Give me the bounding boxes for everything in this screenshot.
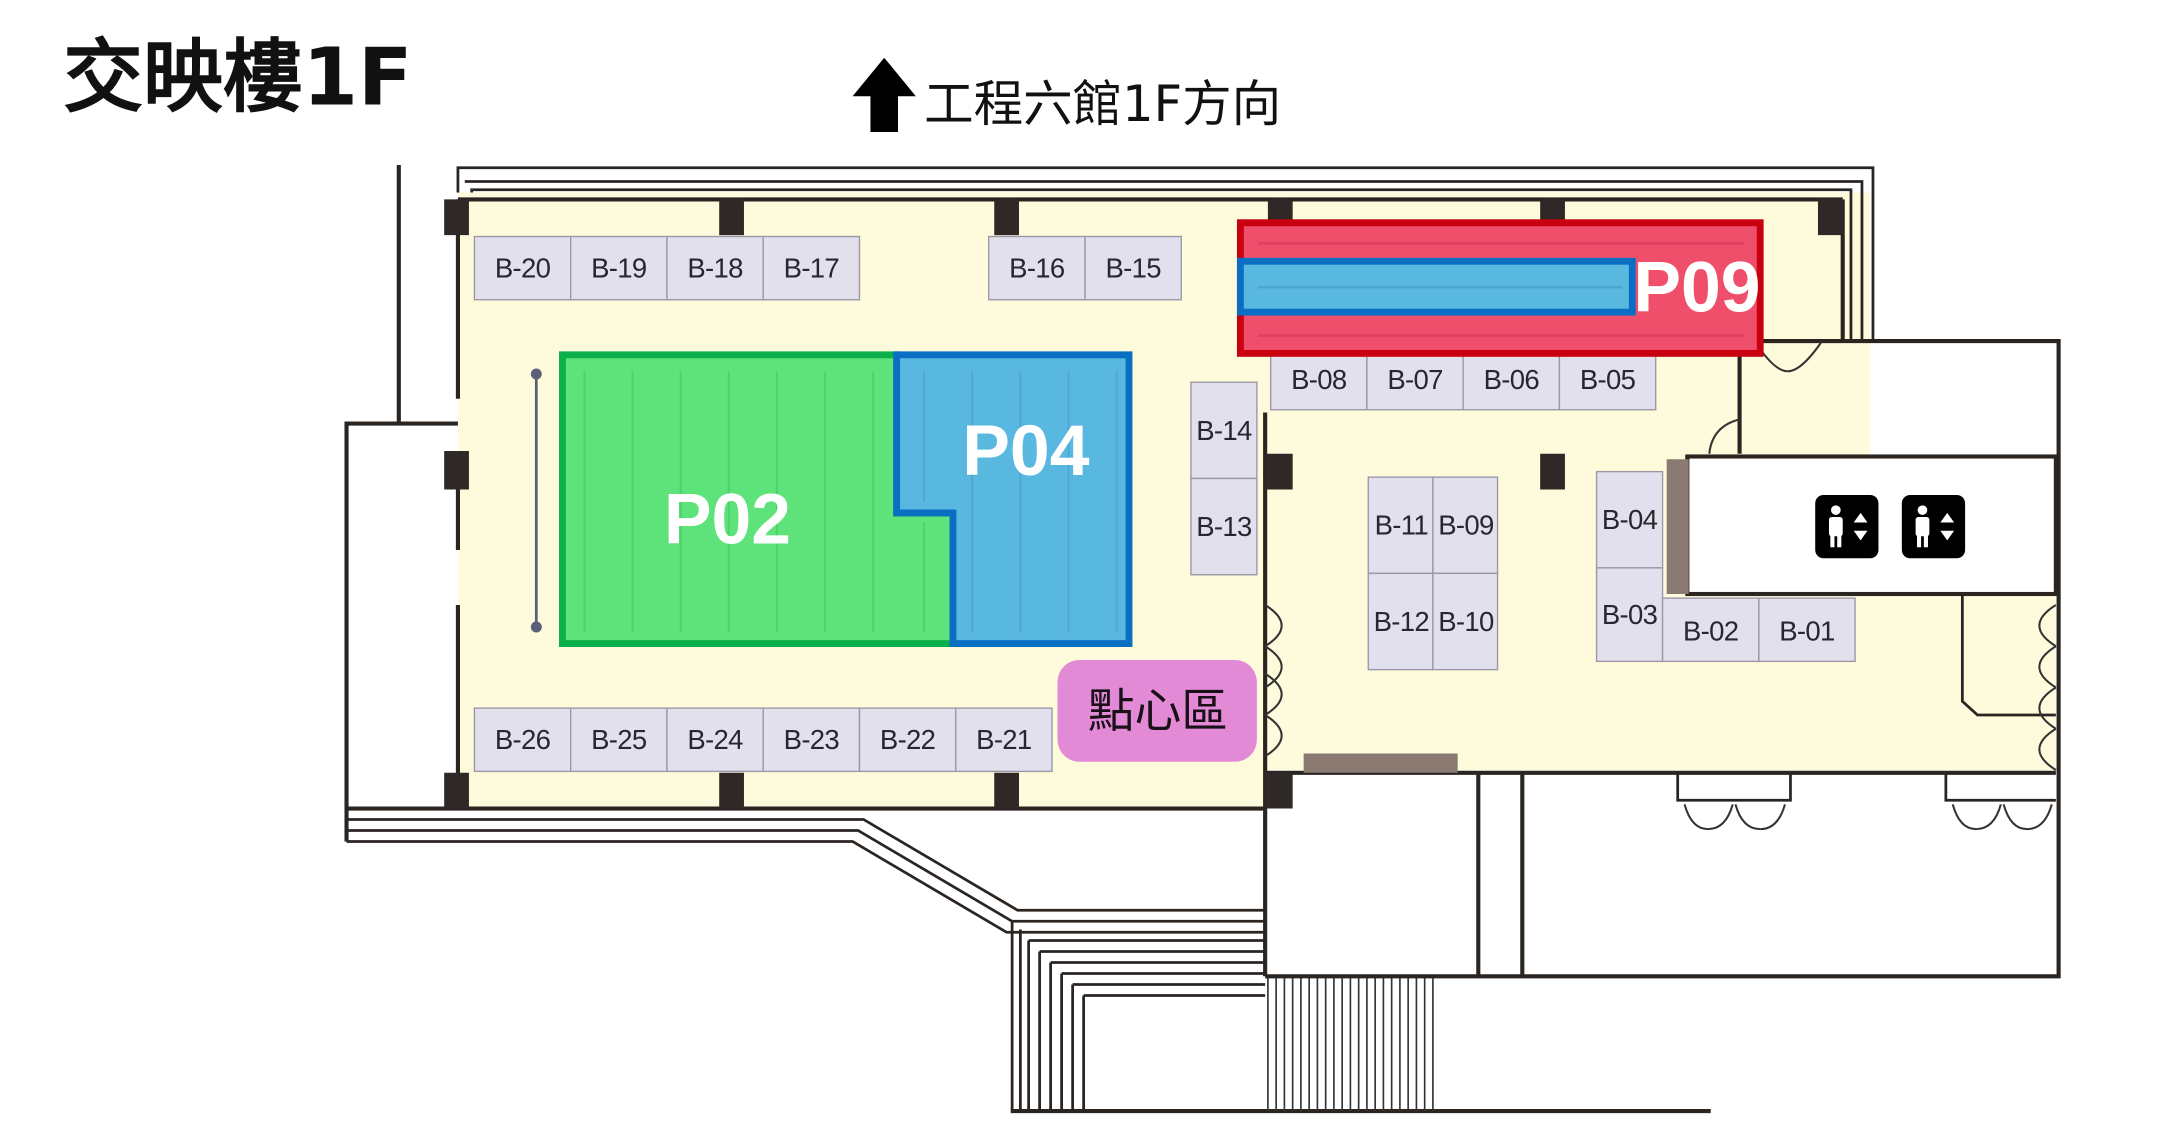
- svg-text:B-13: B-13: [1196, 511, 1252, 542]
- booth[interactable]: B-01: [1758, 597, 1856, 663]
- svg-text:B-15: B-15: [1105, 253, 1161, 284]
- svg-text:B-07: B-07: [1387, 364, 1442, 395]
- booth[interactable]: B-23: [762, 707, 861, 773]
- booth-group-top-left: B-20 B-19 B-18 B-17: [473, 235, 861, 301]
- booth[interactable]: B-22: [858, 707, 957, 773]
- svg-text:B-03: B-03: [1602, 599, 1658, 630]
- booth[interactable]: B-09: [1432, 476, 1499, 575]
- svg-text:P04: P04: [962, 411, 1089, 491]
- booth[interactable]: B-18: [666, 235, 764, 301]
- rail: [530, 368, 542, 633]
- booth-group-right: B-04 B-03 B-02 B-01: [1595, 470, 1856, 663]
- svg-text:B-10: B-10: [1438, 606, 1494, 637]
- svg-text:B-11: B-11: [1375, 510, 1428, 541]
- top-wall: [456, 166, 1875, 341]
- booth[interactable]: B-14: [1190, 381, 1258, 480]
- booth[interactable]: B-16: [988, 235, 1086, 301]
- booth[interactable]: B-25: [570, 707, 668, 773]
- elevator-icon: [1815, 495, 1879, 559]
- booth[interactable]: B-26: [473, 707, 572, 773]
- svg-text:P02: P02: [664, 480, 791, 560]
- booth[interactable]: B-13: [1190, 477, 1258, 576]
- svg-text:B-23: B-23: [784, 724, 840, 755]
- direction-label: 工程六館1F方向: [924, 75, 1281, 133]
- booth[interactable]: B-20: [473, 235, 572, 301]
- svg-text:B-04: B-04: [1602, 504, 1658, 535]
- svg-text:B-02: B-02: [1683, 616, 1738, 647]
- counter: [1303, 753, 1458, 773]
- svg-text:B-01: B-01: [1779, 616, 1834, 647]
- svg-text:B-05: B-05: [1580, 364, 1636, 395]
- booth[interactable]: B-12: [1367, 572, 1434, 671]
- booth[interactable]: B-24: [666, 707, 764, 773]
- booth[interactable]: B-07: [1366, 345, 1464, 411]
- svg-text:B-26: B-26: [495, 724, 551, 755]
- svg-text:B-09: B-09: [1438, 510, 1493, 541]
- svg-text:P09: P09: [1633, 247, 1760, 327]
- booth[interactable]: B-03: [1595, 567, 1664, 663]
- svg-text:B-08: B-08: [1291, 364, 1347, 395]
- counter: [1666, 459, 1689, 594]
- svg-text:B-20: B-20: [495, 253, 551, 284]
- svg-text:B-06: B-06: [1484, 364, 1540, 395]
- svg-text:B-12: B-12: [1374, 606, 1429, 637]
- booth[interactable]: B-10: [1432, 572, 1499, 671]
- bottom-wall: [346, 806, 1711, 1114]
- svg-text:B-25: B-25: [591, 724, 647, 755]
- svg-text:B-18: B-18: [687, 253, 743, 284]
- booth[interactable]: B-02: [1661, 597, 1760, 663]
- zone-p09[interactable]: P09: [1236, 219, 1764, 357]
- booth-group-center: B-11 B-09 B-12 B-10: [1367, 476, 1499, 671]
- booth[interactable]: B-15: [1084, 235, 1182, 301]
- svg-text:B-17: B-17: [784, 253, 839, 284]
- floor-title: 交映樓1F: [63, 31, 412, 124]
- zone-p04[interactable]: P04: [893, 351, 1133, 647]
- booth[interactable]: B-21: [955, 707, 1053, 773]
- svg-text:B-22: B-22: [880, 724, 935, 755]
- booth[interactable]: B-17: [762, 235, 861, 301]
- booth[interactable]: B-08: [1269, 345, 1368, 411]
- booth[interactable]: B-11: [1367, 476, 1434, 575]
- booth-group-middle-column: B-14 B-13: [1190, 381, 1258, 576]
- left-wall: [344, 165, 460, 842]
- doors: [1264, 340, 2057, 831]
- booth[interactable]: B-06: [1462, 345, 1561, 411]
- booth[interactable]: B-04: [1595, 470, 1664, 569]
- booth[interactable]: B-19: [570, 235, 668, 301]
- stairs: [1267, 976, 1434, 1111]
- elevator-icon: [1901, 495, 1966, 559]
- svg-text:B-21: B-21: [976, 724, 1031, 755]
- svg-text:B-16: B-16: [1009, 253, 1065, 284]
- booth-group-top-middle: B-16 B-15: [988, 235, 1182, 301]
- snack-area[interactable]: 點心區: [1057, 660, 1257, 762]
- svg-text:B-24: B-24: [687, 724, 743, 755]
- svg-text:點心區: 點心區: [1088, 685, 1228, 739]
- booth-group-bottom: B-26 B-25 B-24 B-23 B-22 B-21: [473, 707, 1053, 773]
- booth[interactable]: B-05: [1558, 345, 1657, 411]
- booth-group-top-right: B-08 B-07 B-06 B-05: [1269, 345, 1657, 411]
- svg-text:B-19: B-19: [591, 253, 646, 284]
- arrow-up-icon: [852, 57, 916, 132]
- svg-text:B-14: B-14: [1196, 415, 1252, 446]
